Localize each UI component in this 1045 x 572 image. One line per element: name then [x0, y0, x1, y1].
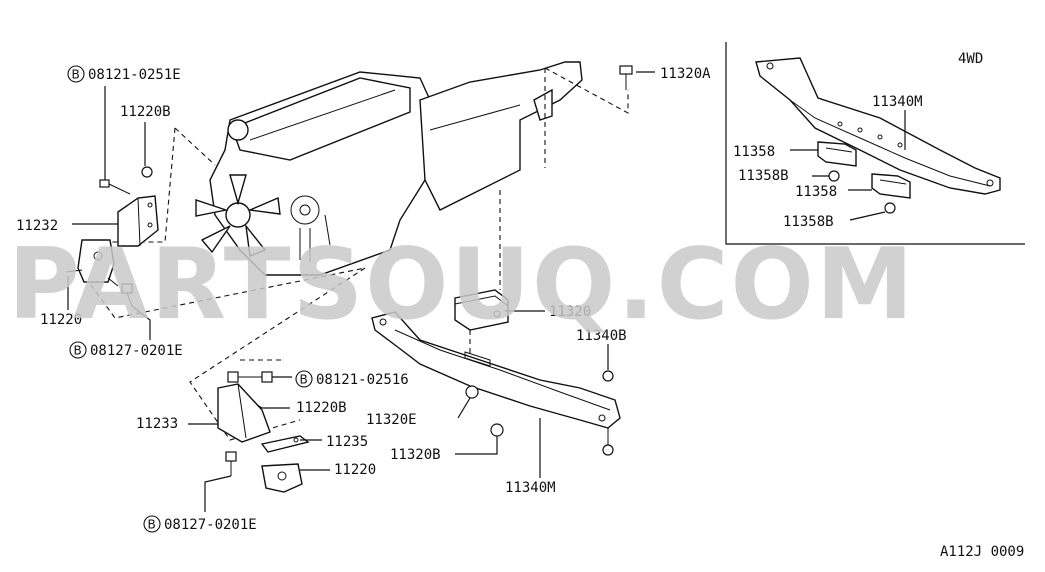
label-08121-02516: 08121-02516 [316, 372, 409, 388]
leader-11320e [457, 397, 471, 419]
plate-11235 [260, 435, 310, 453]
insulator-11220-left [65, 239, 119, 287]
leader-11358b-b [849, 211, 886, 221]
label-11220-bottom: 11220 [334, 462, 376, 478]
leader-08127-0201e-mid [131, 305, 151, 340]
inset-pad-11358-lower [871, 173, 911, 199]
leader-08127-0201e-bottom [204, 475, 232, 512]
nut-11320b-icon [490, 423, 504, 437]
label-11340m-inset: 11340M [872, 94, 923, 110]
label-08121-0251e: 08121-0251E [88, 67, 181, 83]
nut-11320e-icon [465, 385, 479, 399]
inset-frame [725, 42, 1025, 245]
label-11220b-top: 11220B [120, 104, 171, 120]
insulator-11220-bottom [261, 463, 303, 493]
diagram-code: A112J 0009 [940, 544, 1024, 560]
bolt-11340b-bottom-icon [602, 428, 614, 456]
label-11220-left: 11220 [40, 312, 82, 328]
label-11340b: 11340B [576, 328, 627, 344]
bolt-08127-0201e-bottom-icon [225, 451, 237, 476]
label-11320a: 11320A [660, 66, 711, 82]
label-11358b-b: 11358B [783, 214, 834, 230]
dash-left-bracket [110, 127, 176, 243]
nut-11220b-top-icon [141, 166, 153, 178]
inset-pad-11358-upper [817, 141, 857, 167]
label-11358-a: 11358 [733, 144, 775, 160]
label-11232: 11232 [16, 218, 58, 234]
label-11340m-bottom: 11340M [505, 480, 556, 496]
inset-crossmember-11340m [755, 57, 1001, 195]
bolt-marker-icon [143, 515, 161, 533]
rear-insulator-11320 [454, 289, 509, 331]
bolt-marker-icon [69, 341, 87, 359]
nut-11340b-top-icon [602, 370, 614, 382]
bolt-marker-icon [67, 65, 85, 83]
inset-label-4wd: 4WD [958, 51, 983, 67]
label-11320: 11320 [549, 304, 591, 320]
bracket-11232 [117, 195, 159, 247]
crossmember-11340m [371, 311, 621, 429]
bolt-marker-letter: B [300, 373, 308, 387]
dash-left-top [174, 127, 216, 166]
cooling-fan [195, 174, 281, 257]
label-11358-b: 11358 [795, 184, 837, 200]
bolt-marker-letter: B [74, 344, 82, 358]
label-11320e: 11320E [366, 412, 417, 428]
bolt-11320a-icon [619, 65, 633, 90]
label-11220b-mid: 11220B [296, 400, 347, 416]
label-11320b: 11320B [390, 447, 441, 463]
bracket-11233 [217, 383, 271, 443]
label-08127-0201e-mid: 08127-0201E [90, 343, 183, 359]
label-11235: 11235 [326, 434, 368, 450]
transmission-bracket [533, 88, 553, 121]
label-11233: 11233 [136, 416, 178, 432]
bolt-marker-letter: B [148, 518, 156, 532]
bolt-marker-icon [295, 370, 313, 388]
leader-11320b [455, 436, 498, 455]
inset-nut-11358b-lower-icon [884, 202, 896, 214]
inset-nut-11358b-upper-icon [828, 170, 840, 182]
bolt-08127-0201e-mid-icon [121, 283, 133, 307]
bolt-08121-02516-icon [227, 371, 273, 383]
label-11358b-a: 11358B [738, 168, 789, 184]
bolt-marker-letter: B [72, 68, 80, 82]
bolt-08121-0251e-icon [99, 179, 131, 195]
label-08127-0201e-bottom: 08127-0201E [164, 517, 257, 533]
watermark: PARTSOUQ.COM [8, 228, 915, 342]
dash-left-lower [79, 267, 366, 319]
dash-11320a [544, 67, 629, 114]
engine-transmission-assembly [195, 61, 583, 276]
